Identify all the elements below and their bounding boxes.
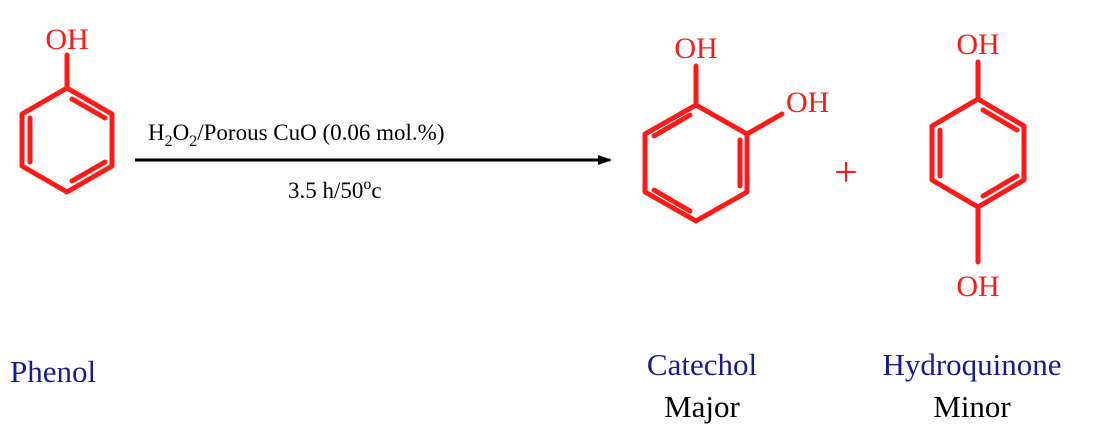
hydroquinone-double-bond-1 [980, 107, 1020, 133]
phenol-name: Phenol [10, 354, 96, 389]
reagent-h: H [148, 120, 165, 145]
temp-unit: c [371, 178, 381, 203]
hydroquinone-name: Hydroquinone [882, 347, 1061, 382]
phenol-ring [19, 85, 115, 195]
catechol-double-bond-3 [651, 112, 693, 139]
hydroquinone-structure: OH OH [929, 28, 1027, 303]
reagent-h-subscript: 2 [165, 133, 173, 150]
catechol-double-bond-2 [651, 187, 693, 214]
hydroquinone-double-bond-2 [980, 173, 1020, 199]
catechol-name: Catechol [647, 347, 757, 382]
catechol-role: Major [664, 389, 740, 424]
catechol-ring [642, 102, 750, 224]
plus-sign: + [834, 150, 858, 196]
time-temp-label: 3.5 h/50oc [288, 176, 382, 203]
time-temp-value: 3.5 h/50 [288, 178, 363, 203]
phenol-double-bond-2 [69, 159, 108, 184]
hydroquinone-oh-label-2: OH [956, 270, 999, 303]
hydroquinone-oh-label-1: OH [956, 28, 999, 61]
reaction-arrow-group: H2O2/Porous CuO (0.06 mol.%) 3.5 h/50oc [135, 120, 612, 203]
degree-symbol: o [363, 176, 371, 193]
hydroquinone-ring [929, 96, 1027, 210]
reagent-label: H2O2/Porous CuO (0.06 mol.%) [148, 120, 445, 150]
reagent-o: O [173, 120, 190, 145]
catechol-oh-label-2: OH [786, 86, 829, 119]
hydroquinone-role: Minor [933, 389, 1011, 424]
phenol-structure: OH [19, 23, 115, 195]
reagent-rest: /Porous CuO (0.06 mol.%) [197, 120, 444, 145]
catechol-oh-label-1: OH [674, 32, 717, 65]
reagent-o-subscript: 2 [189, 133, 197, 150]
catechol-structure: OH OH [642, 32, 829, 224]
phenol-double-bond-1 [69, 96, 108, 121]
phenol-oh-label: OH [45, 23, 88, 56]
catechol-c-o-bond-2 [744, 111, 785, 137]
